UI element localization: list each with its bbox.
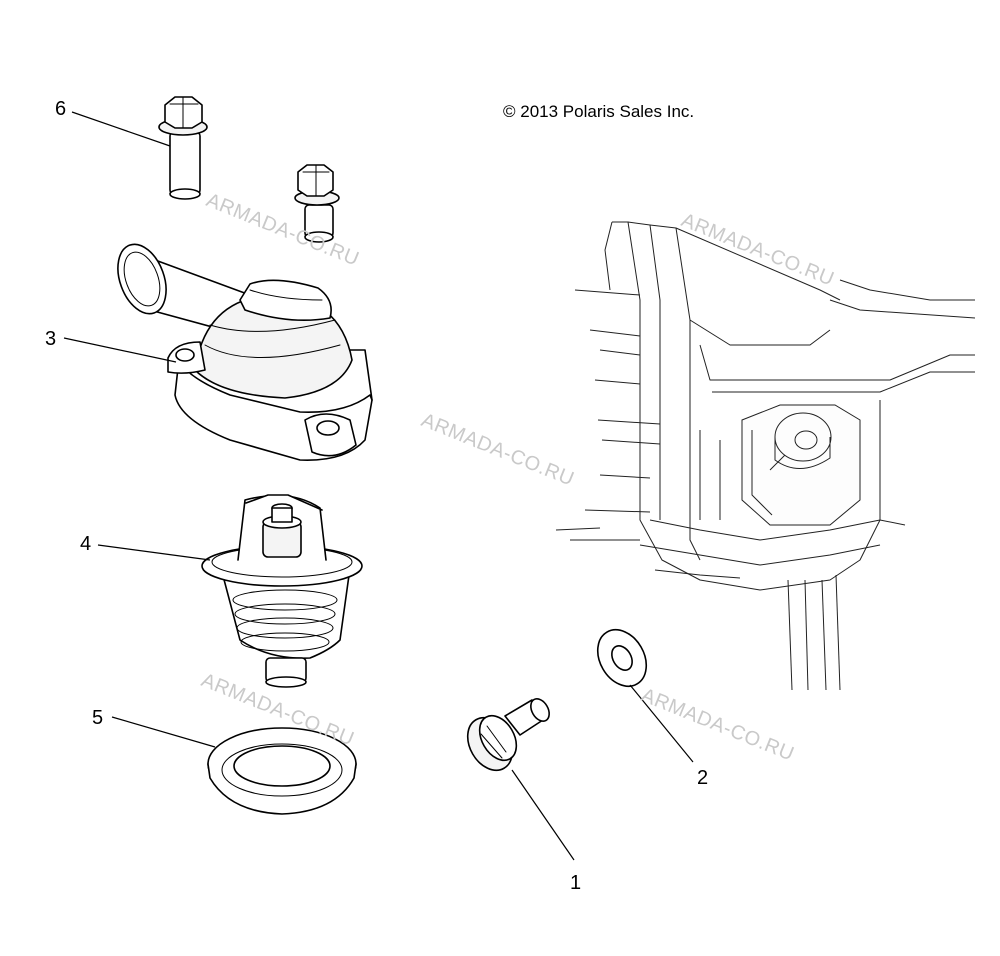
watermark-1: ARMADA-CO.RU bbox=[203, 189, 362, 270]
thermostat-part-4 bbox=[201, 494, 363, 688]
copyright-text: © 2013 Polaris Sales Inc. bbox=[503, 102, 694, 121]
bolt-part-6 bbox=[158, 96, 340, 243]
callout-5: 5 bbox=[92, 707, 103, 729]
callout-6: 6 bbox=[55, 98, 66, 120]
leader-lines bbox=[63, 111, 694, 861]
washer-part-2 bbox=[596, 628, 648, 688]
callout-2: 2 bbox=[697, 767, 708, 789]
engine-housing bbox=[555, 221, 976, 691]
watermark-2: ARMADA-CO.RU bbox=[678, 209, 837, 290]
watermark-3: ARMADA-CO.RU bbox=[418, 409, 577, 490]
callout-1: 1 bbox=[570, 872, 581, 894]
seal-ring-part-5 bbox=[207, 727, 357, 815]
callout-4: 4 bbox=[80, 533, 91, 555]
callout-3: 3 bbox=[45, 328, 56, 350]
screw-part-1 bbox=[466, 698, 550, 772]
thermostat-housing-part-3 bbox=[117, 243, 373, 461]
